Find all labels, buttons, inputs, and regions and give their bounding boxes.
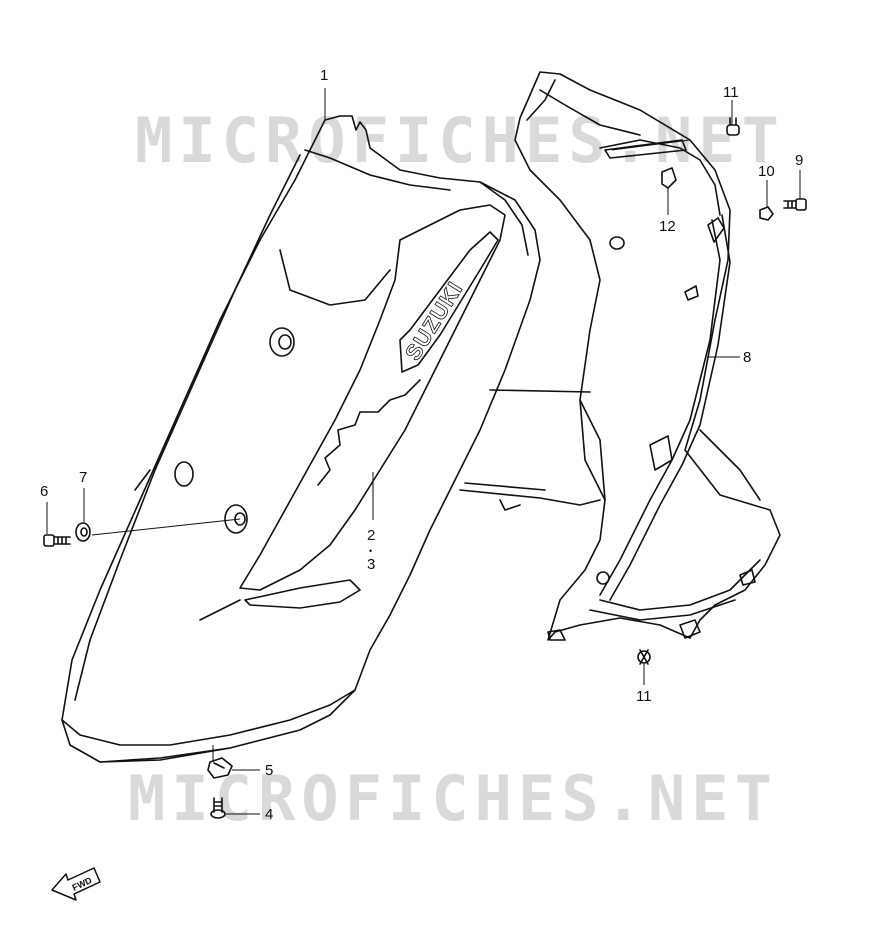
front-leg-shield xyxy=(61,115,541,763)
leader-lines xyxy=(46,88,801,815)
watermark-top: MICROFICHES.NET xyxy=(135,104,785,177)
callout-7: 7 xyxy=(79,469,87,486)
callout-6: 6 xyxy=(40,483,48,500)
screw-9 xyxy=(783,198,807,211)
callout-11-top: 11 xyxy=(723,84,739,101)
callout-12: 12 xyxy=(659,218,676,235)
callout-4: 4 xyxy=(265,806,273,823)
leg-shield-inner-panel xyxy=(459,71,781,641)
callout-3: 3 xyxy=(367,556,375,573)
callout-5: 5 xyxy=(265,762,273,779)
suzuki-decal-text: SUZUKI xyxy=(400,277,468,365)
callout-2: 2 xyxy=(367,527,375,544)
fwd-arrow-icon xyxy=(51,867,101,901)
watermark-bottom: MICROFICHES.NET xyxy=(128,762,778,835)
callout-11-bottom: 11 xyxy=(636,688,652,705)
callout-2-3-separator: • xyxy=(369,546,372,556)
screw-11-top xyxy=(726,117,740,136)
callout-1: 1 xyxy=(320,67,328,84)
callout-9: 9 xyxy=(795,152,803,169)
callout-8: 8 xyxy=(743,349,751,366)
nut-5 xyxy=(207,757,233,779)
nut-10 xyxy=(759,206,774,221)
washer-7 xyxy=(75,522,91,542)
callout-10: 10 xyxy=(758,163,775,180)
screw-11-bottom xyxy=(637,649,651,665)
screw-4 xyxy=(210,797,226,819)
screw-6 xyxy=(43,534,71,547)
suzuki-decal xyxy=(399,231,499,373)
clip-12 xyxy=(661,167,677,189)
